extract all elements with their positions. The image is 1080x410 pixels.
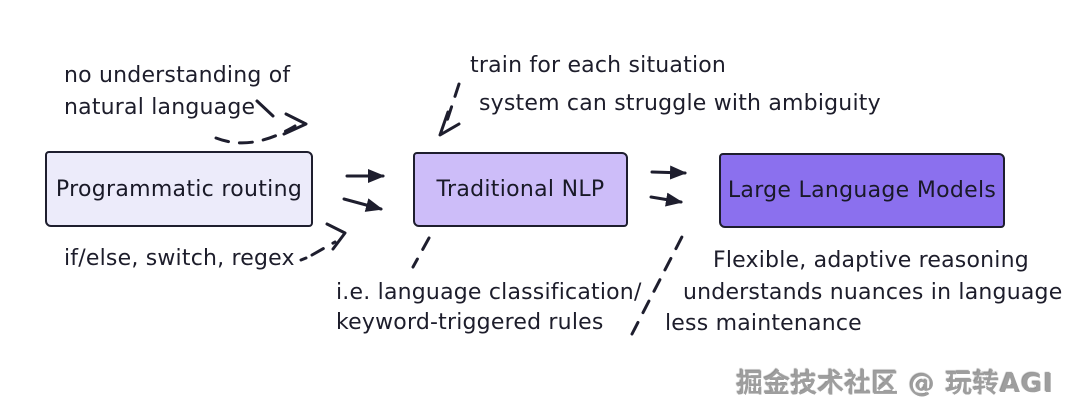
note-understands-nuances: understands nuances in language xyxy=(683,280,1063,305)
note-no-understanding-line1: no understanding of xyxy=(64,63,291,88)
note-if-else-switch-regex: if/else, switch, regex xyxy=(64,246,295,271)
dashed-arrow-no-understanding-stub xyxy=(255,99,275,118)
arrow-nlp-to-llm-bottom xyxy=(649,192,683,207)
note-struggle-ambiguity: system can struggle with ambiguity xyxy=(479,91,881,116)
note-train-each-situation: train for each situation xyxy=(470,53,727,78)
arrow-prog-to-nlp-bottom xyxy=(342,197,383,212)
dashed-arrow-ifelse xyxy=(310,240,337,257)
flow-box-label: Large Language Models xyxy=(727,178,997,203)
flow-box-traditional-nlp: Traditional NLP xyxy=(413,152,628,227)
note-language-classification: i.e. language classification/ xyxy=(336,280,642,305)
dashed-line-llm-benefits xyxy=(630,227,688,336)
dashed-arrow-ifelse-dot xyxy=(299,256,308,262)
flow-box-programmatic-routing: Programmatic routing xyxy=(45,151,313,227)
dashed-arrow-no-understanding-head xyxy=(282,112,308,136)
note-flexible-reasoning: Flexible, adaptive reasoning xyxy=(713,248,1029,273)
flow-box-label: Traditional NLP xyxy=(436,177,605,202)
dashed-arrow-train-head xyxy=(438,110,461,137)
flow-box-large-language-models: Large Language Models xyxy=(719,153,1005,228)
dashed-arrow-train xyxy=(443,82,461,129)
dashed-arrow-ifelse-head xyxy=(325,222,347,251)
dashed-arrow-no-understanding xyxy=(214,124,297,145)
watermark-text: 掘金技术社区 @ 玩转AGI xyxy=(736,369,1054,399)
note-keyword-triggered-rules: keyword-triggered rules xyxy=(336,310,604,335)
note-no-understanding-line2: natural language xyxy=(64,95,256,120)
dashed-line-nlp-example xyxy=(411,236,431,269)
flow-box-label: Programmatic routing xyxy=(55,176,303,202)
note-less-maintenance: less maintenance xyxy=(665,311,862,336)
arrow-nlp-to-llm-top xyxy=(650,165,687,180)
